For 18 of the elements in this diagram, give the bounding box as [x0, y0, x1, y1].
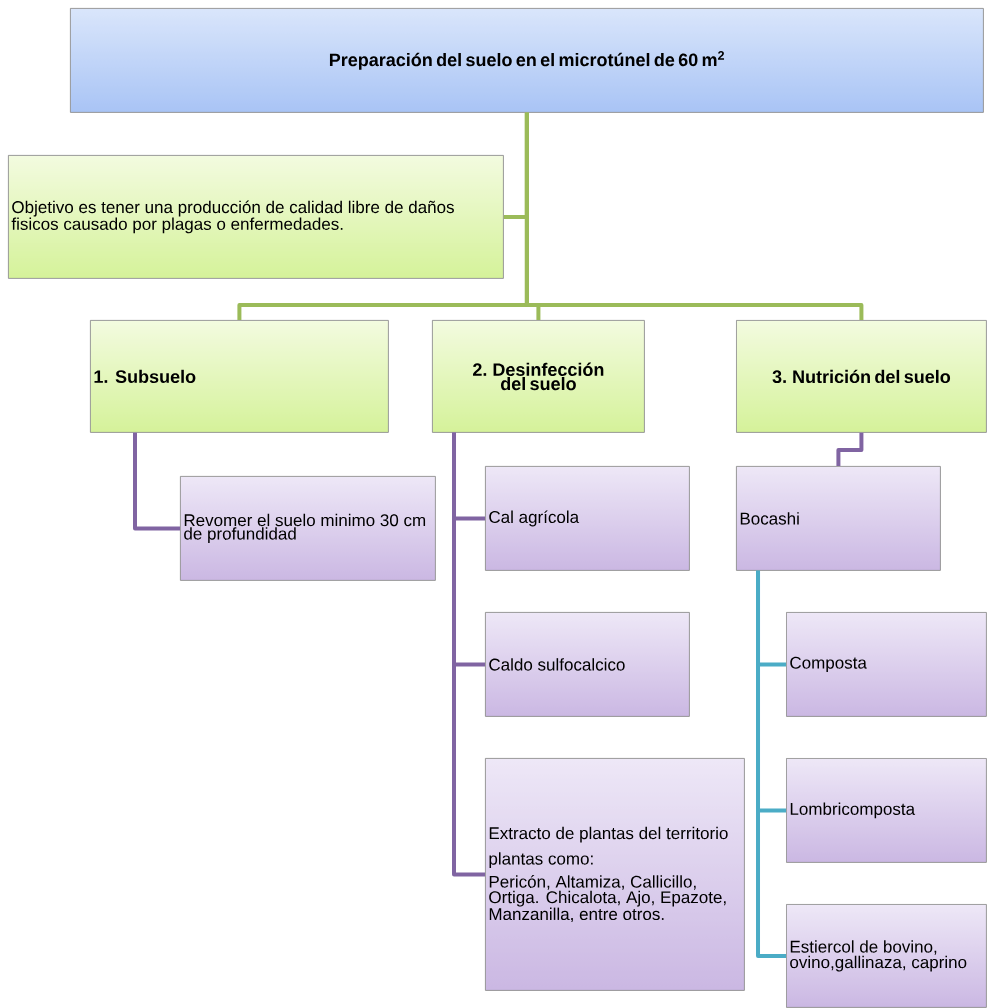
item-box: Caldo sulfocalcico: [485, 612, 690, 717]
category-box: 3. Nutrición del suelo: [736, 320, 987, 433]
objective-box: Objetivo es tener una producción de calidad libre de daños fisicos causado por plagas o enfermedades.: [8, 155, 504, 279]
item-box: Cal agrícola: [485, 466, 690, 571]
connector-line: [133, 432, 180, 531]
category-box: 2. Desinfección del suelo: [432, 320, 645, 433]
connector-line: [524, 112, 864, 320]
item-box: Composta: [786, 612, 987, 717]
connector-line: [756, 570, 786, 958]
connector-line: [452, 432, 485, 877]
item-box: Estiercol de bovino, ovino,gallinaza, caprino: [786, 904, 987, 1008]
item-box: Bocashi: [736, 466, 941, 571]
item-box: Lombricomposta: [786, 758, 987, 863]
item-box: Extracto de plantas del territorio plantas como: Pericón, Altamiza, Callicillo, Ortiga. Chicalota, Ajo, Epazote, Manzanilla, entre otros.: [485, 758, 745, 991]
category-box: 1. Subsuelo: [90, 320, 389, 433]
item-box: Revomer el suelo minimo 30 cm de profundidad: [180, 476, 436, 581]
title-box: Preparación del suelo en el microtúnel de 60 m$^{2}$: [70, 8, 984, 113]
connector-line: [836, 432, 864, 466]
